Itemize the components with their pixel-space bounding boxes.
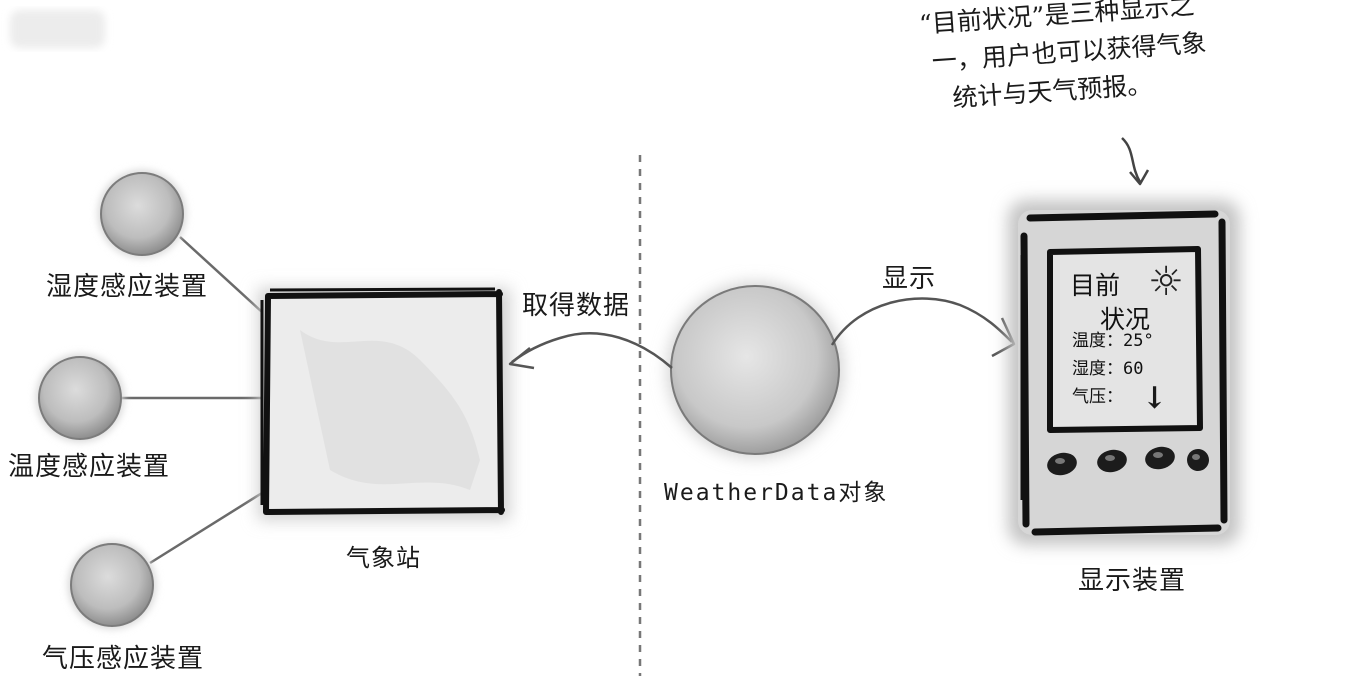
- screen-row-pressure: 气压：: [1072, 386, 1123, 408]
- screen-row-value: 25°: [1123, 331, 1154, 351]
- sun-icon: ☼: [1148, 259, 1184, 305]
- fetch-arrow: [511, 332, 673, 369]
- arrow-down-icon: ↓: [1142, 381, 1168, 416]
- humidity-sensor-label: 湿度感应装置: [46, 272, 209, 302]
- note-pointer: [1121, 137, 1142, 183]
- smudge: [10, 10, 105, 48]
- fetch-label: 取得数据: [522, 291, 631, 321]
- station-label: 气象站: [346, 544, 421, 572]
- display-device-label: 显示装置: [1078, 566, 1187, 596]
- screen-title-line2: 状况: [1100, 305, 1151, 334]
- screen-row-value: 60: [1123, 359, 1144, 379]
- screen-row-label: 气压：: [1072, 387, 1123, 407]
- humidity-connector: [179, 236, 263, 313]
- fetch-arrow-head: [508, 347, 535, 370]
- screen-row-temperature: 温度：25°: [1072, 330, 1154, 352]
- show-arrow: [830, 297, 1013, 346]
- weather-station-box: [258, 287, 510, 520]
- pressure-sensor: [68, 541, 156, 629]
- screen-title-line1: 目前: [1070, 271, 1121, 300]
- screen-row-label: 温度：: [1072, 331, 1123, 351]
- show-label: 显示: [882, 264, 937, 294]
- weatherdata-label: WeatherData对象: [664, 480, 889, 506]
- display-device: [1008, 200, 1240, 545]
- pressure-sensor-label: 气压感应装置: [42, 644, 205, 674]
- screen-row-humidity: 湿度：60: [1072, 358, 1143, 380]
- screen-row-label: 湿度：: [1072, 359, 1123, 379]
- temperature-sensor-label: 温度感应装置: [8, 452, 171, 482]
- temperature-sensor: [36, 354, 124, 442]
- note-pointer-head: [1129, 169, 1150, 186]
- pressure-connector: [149, 491, 263, 565]
- humidity-sensor: [98, 170, 186, 258]
- weatherdata-object: [667, 282, 843, 458]
